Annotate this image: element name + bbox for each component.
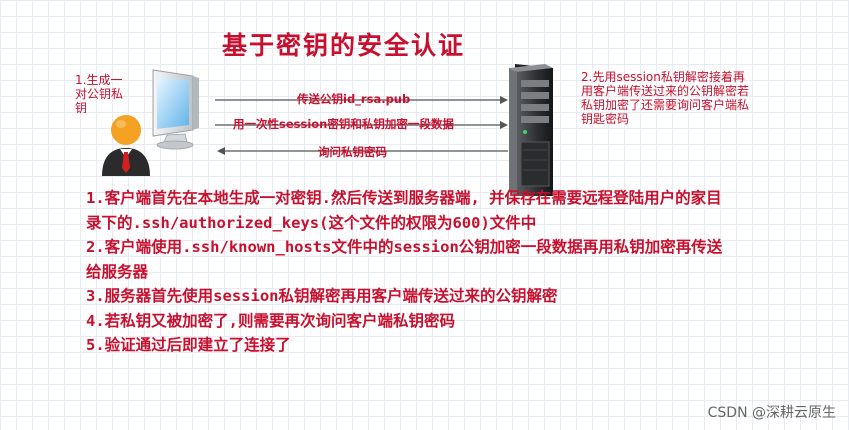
diagram-title: 基于密钥的安全认证 — [222, 31, 466, 60]
arrow-ask-password-head — [217, 147, 225, 155]
step-2: 2.客户端使用.ssh/known_hosts文件中的session公钥加密一段… — [86, 238, 723, 281]
steps-list: 1.客户端首先在本地生成一对密钥.然后传送到服务器端, 并保存在需要远程登陆用户… — [86, 186, 726, 358]
arrow-label-session-data: 用一次性session密钥和私钥加密一段数据 — [233, 117, 454, 131]
server-icon — [509, 64, 553, 196]
watermark: CSDN @深耕云原生 — [707, 405, 836, 421]
arrow-lines — [215, 96, 508, 155]
server-note: 2.先用session私钥解密接着再用客户端传送过来的公钥解密若私钥加密了还需要… — [581, 70, 750, 126]
client-note: 1.生成一对公钥私钥 — [75, 73, 124, 115]
step-3: 3.服务器首先使用session私钥解密再用客户端传送过来的公钥解密 — [86, 287, 558, 305]
user-icon — [102, 115, 150, 176]
arrow-label-send-pubkey: 传送公钥id_rsa.pub — [297, 92, 411, 106]
step-5: 5.验证通过后即建立了连接了 — [86, 336, 291, 354]
arrow-session-data-head — [500, 121, 508, 129]
arrow-send-pubkey-head — [500, 96, 508, 104]
arrow-label-ask-password: 询问私钥密码 — [318, 145, 387, 159]
step-1: 1.客户端首先在本地生成一对密钥.然后传送到服务器端, 并保存在需要远程登陆用户… — [86, 189, 722, 232]
monitor-icon — [152, 69, 199, 150]
step-4: 4.若私钥又被加密了,则需要再次询问客户端私钥密码 — [86, 311, 455, 330]
